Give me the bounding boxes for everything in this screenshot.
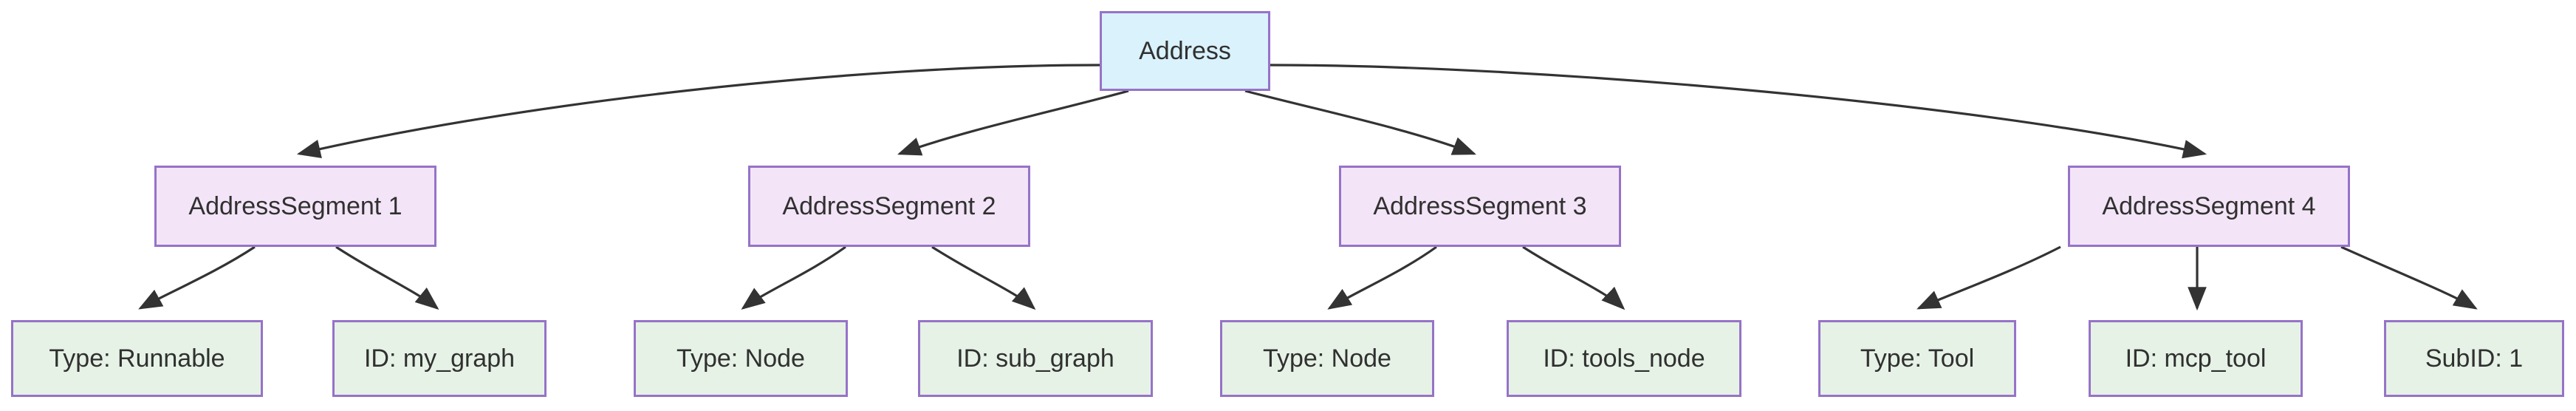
node-leaf-type-runnable-label: Type: Runnable — [49, 344, 225, 373]
node-leaf-id-tools-node-label: ID: tools_node — [1543, 344, 1705, 373]
node-leaf-type-node-2[interactable]: Type: Node — [1220, 320, 1434, 397]
node-leaf-id-my-graph[interactable]: ID: my_graph — [332, 320, 547, 397]
node-leaf-type-node-1[interactable]: Type: Node — [634, 320, 848, 397]
node-leaf-type-tool[interactable]: Type: Tool — [1818, 320, 2016, 397]
node-leaf-id-my-graph-label: ID: my_graph — [363, 344, 515, 373]
node-leaf-id-sub-graph-label: ID: sub_graph — [956, 344, 1114, 373]
node-leaf-subid-1-label: SubID: 1 — [2425, 344, 2524, 373]
node-leaf-type-node-1-label: Type: Node — [676, 344, 805, 373]
edge-address-to-segment-3 — [1244, 89, 1476, 155]
edge-segment-1-to-id-my-graph — [335, 245, 439, 310]
edge-segment-4-to-subid-1 — [2340, 245, 2478, 310]
node-leaf-type-node-2-label: Type: Node — [1263, 344, 1391, 373]
edge-segment-2-to-type-node — [741, 245, 846, 310]
node-address-label: Address — [1139, 36, 1231, 65]
node-address-segment-1[interactable]: AddressSegment 1 — [154, 166, 436, 247]
edge-segment-4-to-type-tool — [1916, 245, 2061, 310]
node-leaf-id-mcp-tool-label: ID: mcp_tool — [2125, 344, 2267, 373]
node-leaf-id-tools-node[interactable]: ID: tools_node — [1507, 320, 1741, 397]
node-address-segment-1-label: AddressSegment 1 — [188, 191, 402, 220]
edge-address-to-segment-1 — [296, 64, 1100, 159]
node-address-segment-2-label: AddressSegment 2 — [782, 191, 996, 220]
node-address-segment-3[interactable]: AddressSegment 3 — [1339, 166, 1621, 247]
edge-address-to-segment-2 — [897, 89, 1129, 156]
edge-segment-3-to-type-node — [1327, 245, 1437, 310]
edge-address-to-segment-4 — [1270, 64, 2207, 159]
node-leaf-id-mcp-tool[interactable]: ID: mcp_tool — [2089, 320, 2303, 397]
node-address-segment-3-label: AddressSegment 3 — [1373, 191, 1587, 220]
edge-segment-1-to-type-runnable — [138, 245, 256, 310]
node-leaf-type-tool-label: Type: Tool — [1860, 344, 1975, 373]
node-address-segment-4[interactable]: AddressSegment 4 — [2068, 166, 2350, 247]
edge-segment-3-to-id-tools-node — [1522, 245, 1626, 310]
node-leaf-subid-1[interactable]: SubID: 1 — [2384, 320, 2564, 397]
node-address-segment-4-label: AddressSegment 4 — [2102, 191, 2316, 220]
node-address-segment-2[interactable]: AddressSegment 2 — [748, 166, 1030, 247]
node-leaf-type-runnable[interactable]: Type: Runnable — [11, 320, 263, 397]
edge-segment-2-to-id-sub-graph — [931, 245, 1036, 310]
node-leaf-id-sub-graph[interactable]: ID: sub_graph — [918, 320, 1153, 397]
node-address[interactable]: Address — [1100, 11, 1270, 91]
